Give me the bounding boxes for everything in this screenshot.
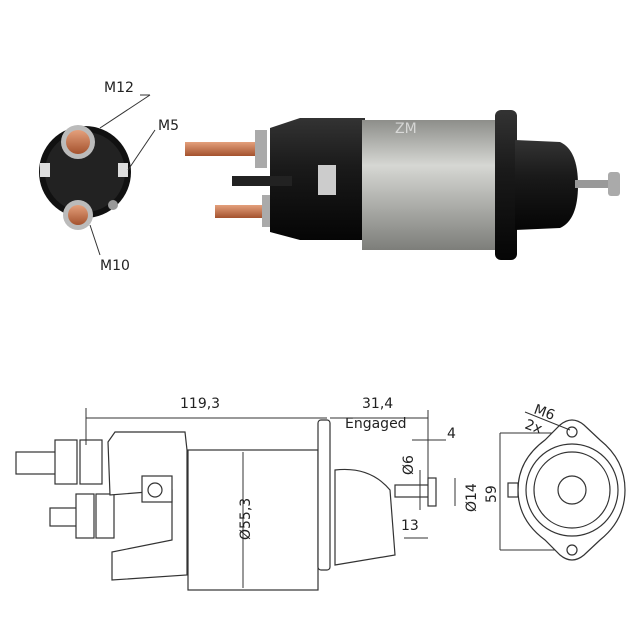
mount-hole [566,544,578,556]
m12-terminal [66,130,90,154]
m12-stud [185,142,260,156]
boot [515,140,578,230]
housing [362,120,502,250]
dim-body-diameter: Ø55,3 [238,498,254,540]
side-view-drawing: 119,3 31,4 Engaged Ø55,3 4 Ø6 Ø14 13 [15,396,480,591]
label-m10: M10 [100,258,130,274]
end-view-photo: M12 M5 M10 [39,80,179,274]
label-m12: M12 [104,80,134,96]
watermark: ZM [395,121,417,137]
dim-length: 119,3 [180,396,220,412]
housing-outline [187,449,319,591]
dim-stroke-note: Engaged [345,416,407,432]
plunger [575,180,615,188]
dim-mount-thread: M6 [532,402,557,424]
dim-pin-length: 13 [401,518,419,534]
m10-terminal [68,205,88,225]
m5-terminal [318,165,336,195]
dim-head-diameter: Ø14 [464,483,480,512]
label-m5: M5 [158,118,179,134]
m10-stud [215,205,265,218]
mount-hole [566,426,578,438]
terminal-cap [270,118,365,240]
dim-pin-diameter: Ø6 [401,455,417,475]
flange [495,110,517,260]
dim-head: 4 [447,426,456,442]
side-view-photo: ZM [185,110,620,260]
end-view-drawing: 59 M6 2x [484,402,626,561]
dim-stroke: 31,4 [362,396,393,412]
dim-flange-height: 59 [484,485,500,503]
dim-mount-count: 2x [523,417,545,438]
